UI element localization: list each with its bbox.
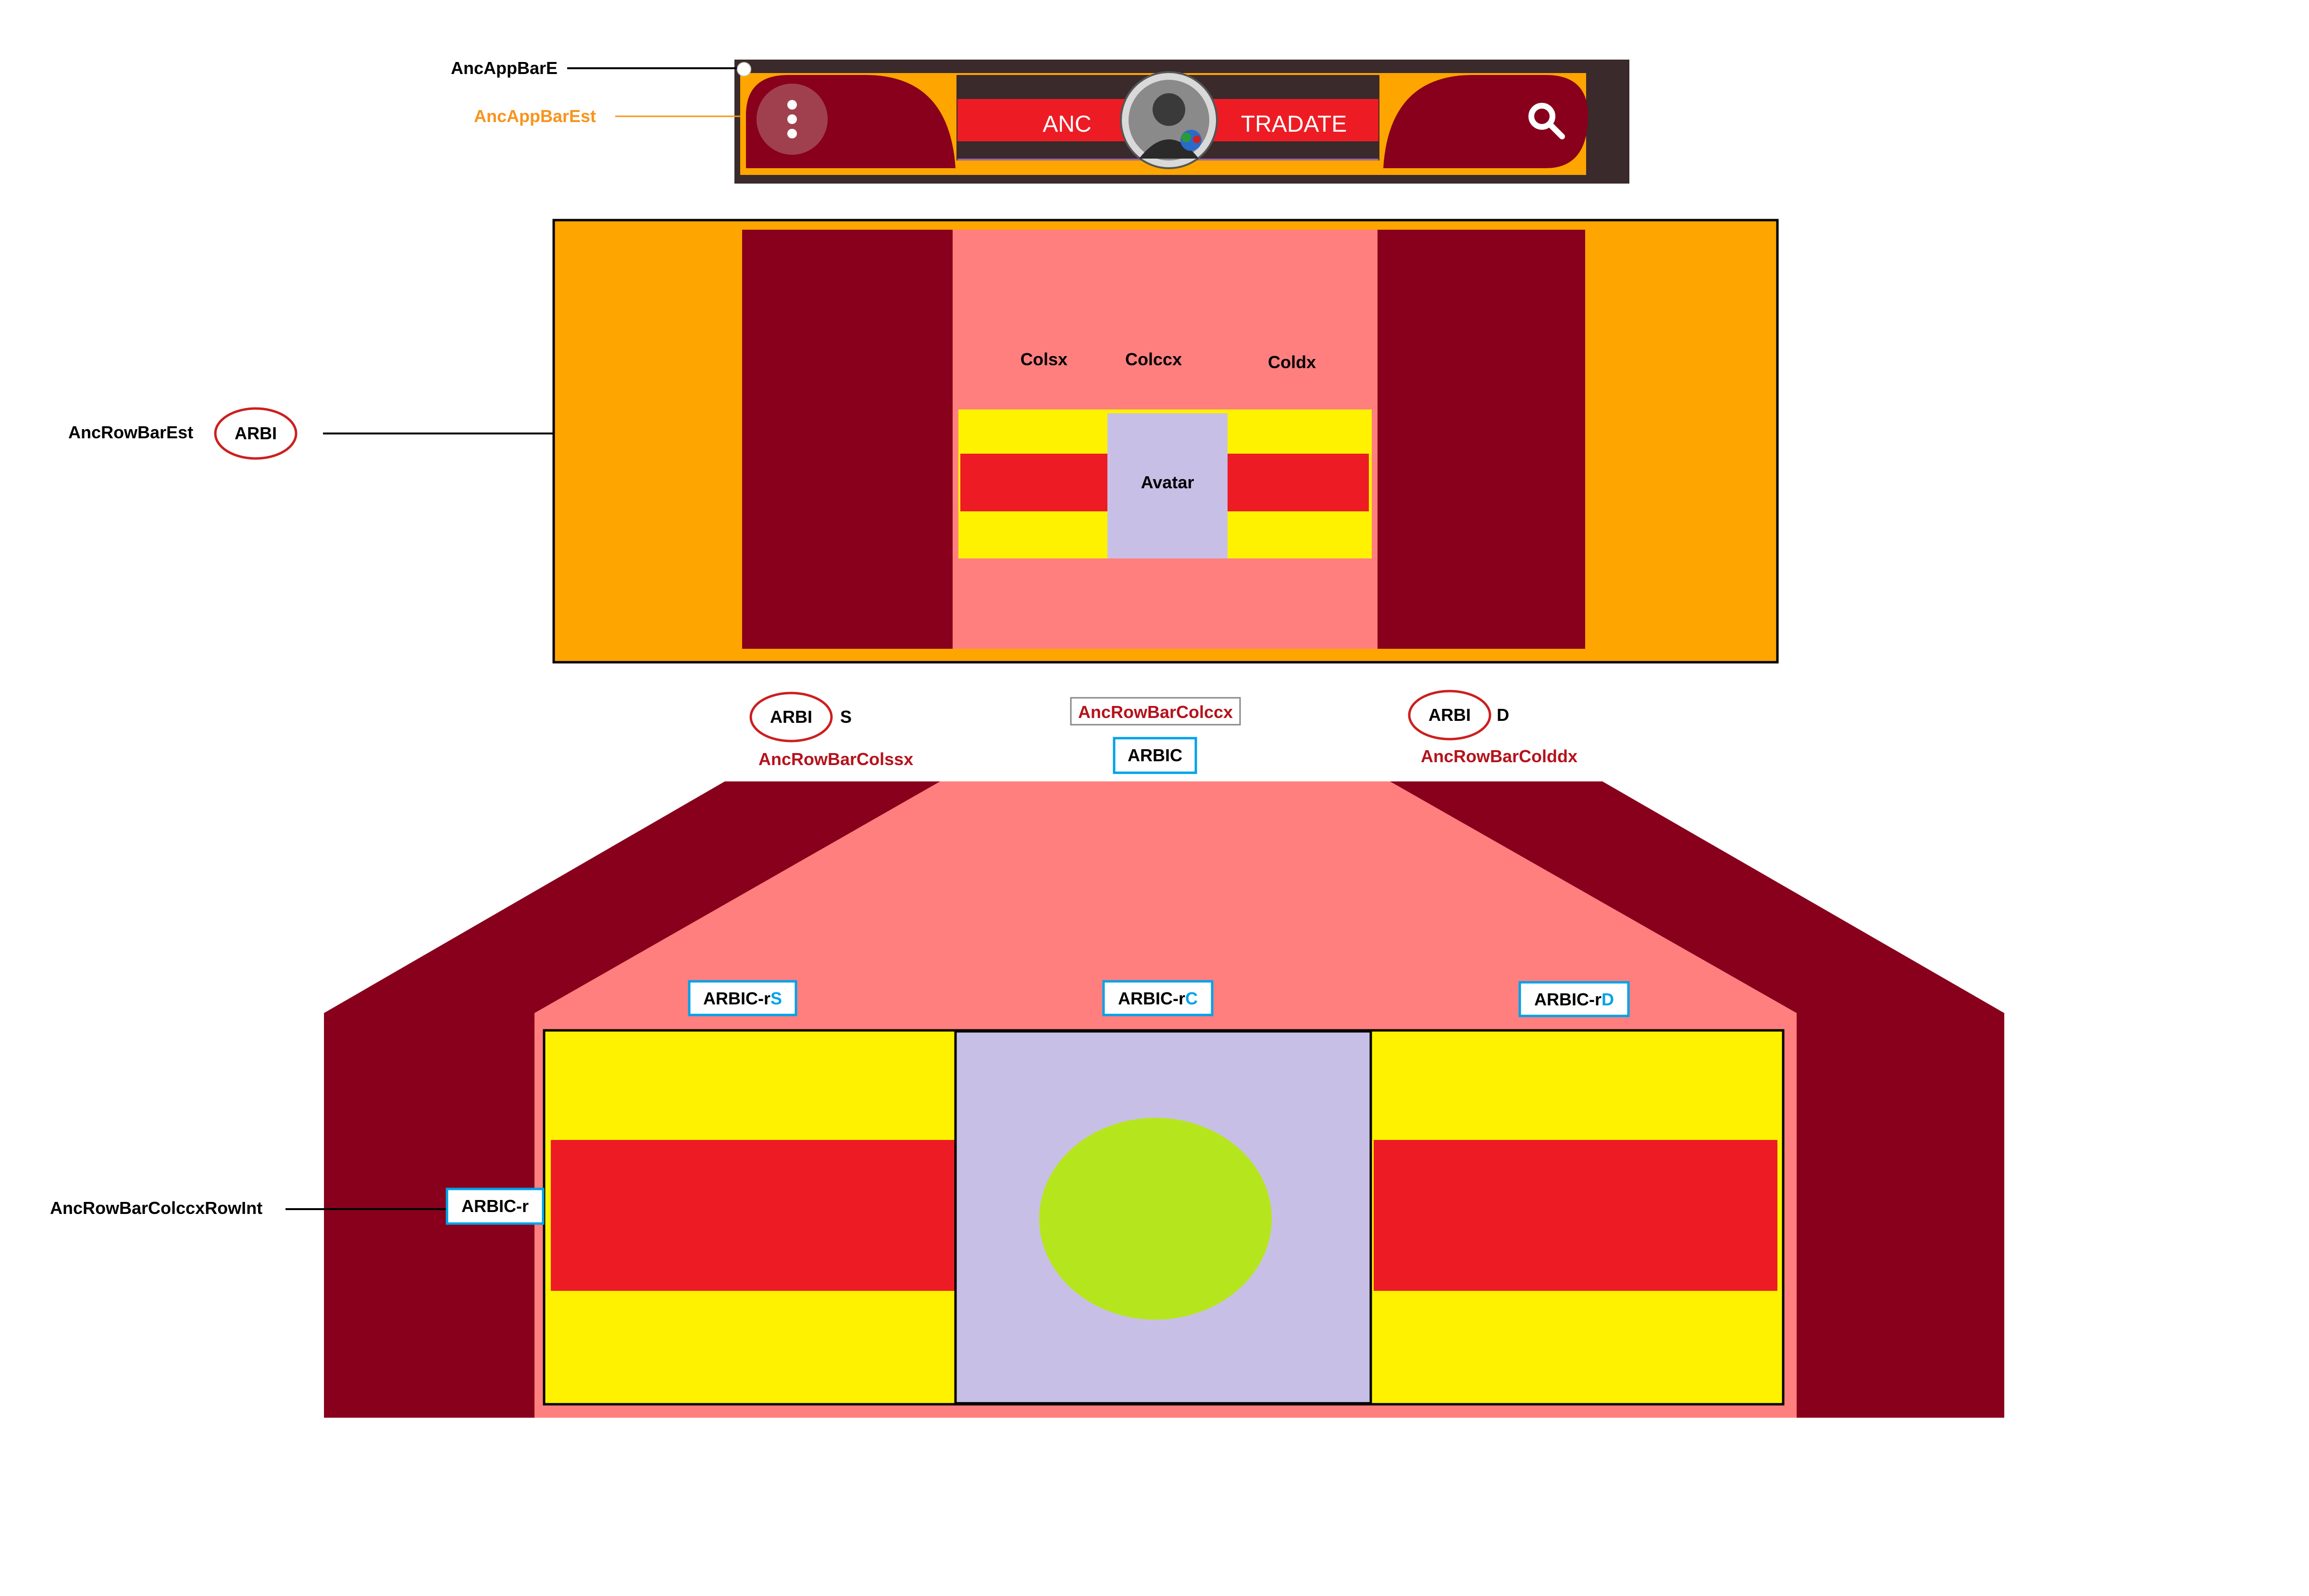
rowbar-col-center: Colccx [1125, 349, 1182, 369]
col-left-name: AncRowBarColssx [758, 749, 913, 769]
inner-row-label: AncRowBarColccxRowInt [50, 1198, 262, 1218]
col-center-name: AncRowBarColccx [1078, 702, 1233, 722]
rowbar-right-column [1378, 230, 1585, 649]
inner-row-badge: ARBIC-r [461, 1196, 529, 1216]
col-right-suffix: D [1497, 705, 1509, 725]
col-right-badge-text: ARBI [1428, 705, 1471, 725]
inner-center-badge: ARBIC-rC [1118, 989, 1198, 1008]
column-labels: ARBI S AncRowBarColssx AncRowBarColccx A… [751, 691, 1577, 773]
inner-left-badge: ARBIC-rS [703, 989, 782, 1008]
appbar-title-right: TRADATE [1241, 111, 1347, 137]
col-center-badge: ARBIC [1128, 745, 1182, 765]
appbar-e-label: AncAppBarE [451, 58, 558, 78]
rowbar-red-left [960, 454, 1107, 511]
rowbar-arbi-badge-text: ARBI [235, 423, 277, 443]
rowbar-est-label: AncRowBarEst [68, 422, 193, 442]
rowbar-section: Avatar Colsx Colccx Coldx AncRowBarEst A… [68, 220, 1777, 662]
inner-red-left [551, 1140, 955, 1291]
rowbar-red-right [1228, 454, 1369, 511]
more-vert-icon [787, 100, 797, 138]
col-left-badge-text: ARBI [770, 707, 812, 727]
rowbar-avatar-label: Avatar [1141, 472, 1194, 492]
rowbar-col-left: Colsx [1020, 349, 1068, 369]
col-left-suffix: S [840, 707, 852, 727]
col-right-name: AncRowBarColddx [1421, 746, 1577, 766]
inner-section: ARBIC-rS ARBIC-rC ARBIC-rD AncRowBarColc… [50, 781, 2004, 1418]
inner-avatar-ellipse [1039, 1118, 1272, 1320]
callout-dot-appbar-e [737, 62, 751, 76]
appbar-section: ANC TRADATE AncAppBarE AncAppBarEst [451, 58, 1629, 184]
inner-right-badge: ARBIC-rD [1534, 990, 1614, 1009]
rowbar-col-right: Coldx [1268, 352, 1316, 372]
rowbar-left-column [742, 230, 953, 649]
appbar-est-label: AncAppBarEst [474, 106, 596, 126]
appbar-title-left: ANC [1043, 111, 1091, 137]
inner-red-right [1374, 1140, 1777, 1291]
